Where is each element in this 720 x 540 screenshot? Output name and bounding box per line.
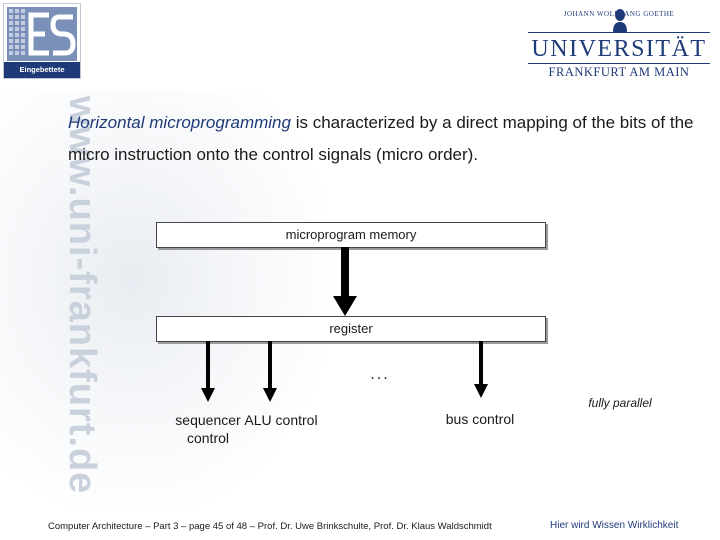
- footer-citation: Computer Architecture – Part 3 – page 45…: [48, 521, 492, 532]
- microprogram-memory-box: microprogram memory: [156, 222, 546, 248]
- university-logo: JOHANN WOLFGANG GOETHE UNIVERSITÄT FRANK…: [524, 8, 714, 80]
- logo-rule-bottom: [528, 63, 710, 64]
- university-name: UNIVERSITÄT: [531, 36, 707, 62]
- paragraph-text: is characterized by a direct mapping of …: [68, 113, 694, 164]
- term-highlight: Horizontal microprogramming: [68, 113, 291, 132]
- bus-arrow: [474, 341, 488, 398]
- memory-to-register-arrow: [333, 247, 357, 316]
- footer-tagline: Hier wird Wissen Wirklichkeit: [550, 520, 679, 531]
- university-city: FRANKFURT AM MAIN: [548, 65, 690, 79]
- sequencer-control-label: sequencer control: [175, 412, 241, 446]
- bus-control-label: bus control: [445, 411, 515, 427]
- sequencer-arrow: [201, 341, 215, 402]
- register-box: register: [156, 316, 546, 342]
- es-logo-caption: Eingebettete Systeme: [4, 62, 80, 90]
- alu-control-label: ALU control: [244, 412, 318, 428]
- es-logo: Eingebettete Systeme: [3, 3, 81, 90]
- logo-rule-top: [528, 32, 710, 33]
- fully-parallel-note: fully parallel: [588, 396, 652, 410]
- es-logo-mark: [7, 7, 77, 61]
- es-logo-icon: [9, 9, 76, 56]
- slide-paragraph: Horizontal microprogramming is character…: [68, 107, 698, 171]
- ellipsis-dots: ...: [370, 366, 390, 383]
- goethe-portrait-icon: [613, 9, 627, 32]
- background-portrait: [0, 90, 330, 510]
- alu-arrow: [263, 341, 277, 402]
